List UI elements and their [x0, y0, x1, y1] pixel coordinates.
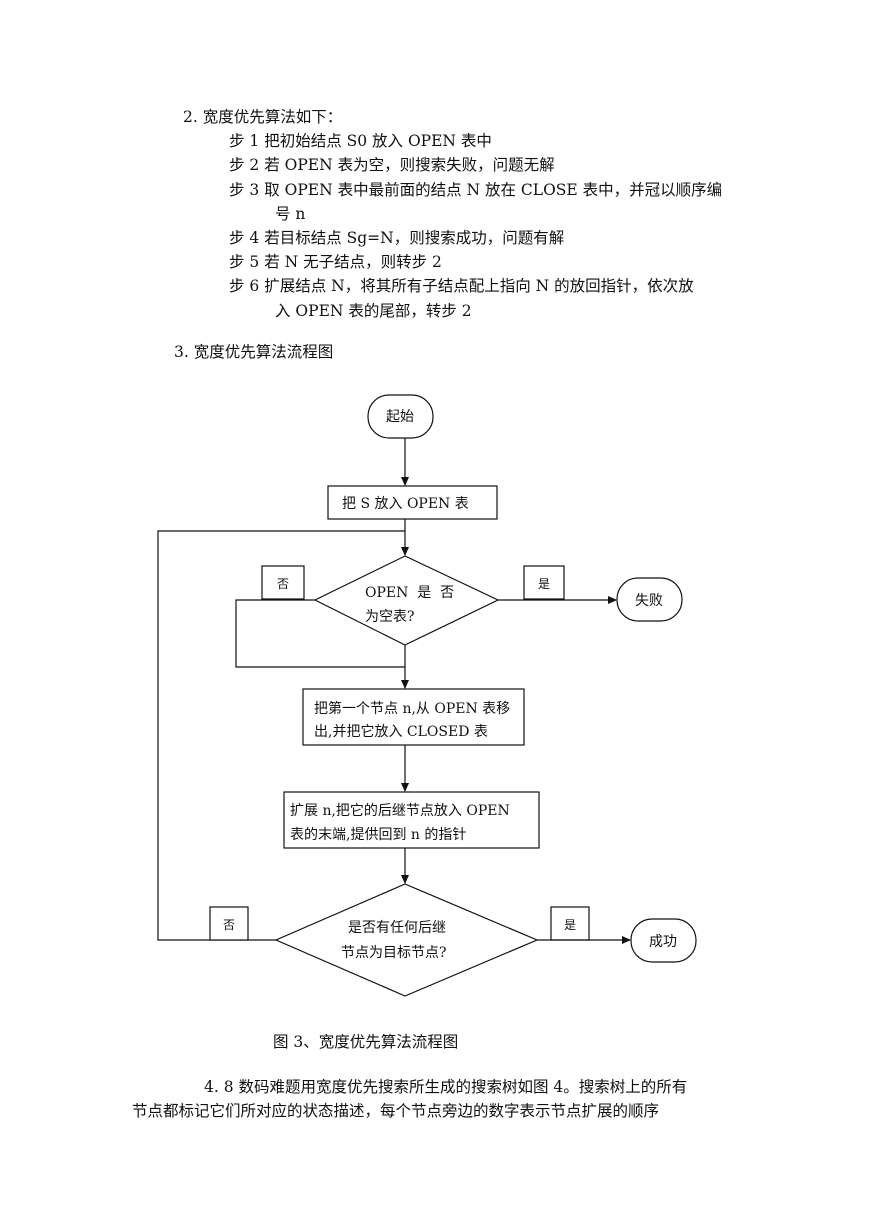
success-terminal [630, 918, 697, 963]
move-node-line1: 把第一个节点 n,从 OPEN 表移 [314, 700, 510, 717]
decision-goal-line1: 是否有任何后继 [348, 920, 446, 936]
section-heading-3: 3. 宽度优先算法流程图 [174, 343, 334, 361]
start-label: 起始 [386, 409, 414, 425]
step-1: 步 1 把初始结点 S0 放入 OPEN 表中 [229, 132, 492, 150]
step-4: 步 4 若目标结点 Sg=N，则搜索成功，问题有解 [229, 229, 565, 247]
move-node-box [302, 688, 525, 746]
no-label-1: 否 [277, 577, 289, 591]
decision-open-empty-line1: OPEN 是 否 [365, 585, 454, 601]
expand-node-line2: 表的末端,提供回到 n 的指针 [290, 827, 466, 843]
put-s-box [327, 485, 498, 520]
no-label-box-1 [261, 565, 305, 600]
fail-label: 失败 [635, 593, 663, 609]
yes-label-box-2 [550, 906, 590, 941]
decision-goal-line2: 节点为目标节点? [341, 945, 447, 961]
move-node-line2: 出,并把它放入 CLOSED 表 [314, 723, 488, 740]
yes-label-2: 是 [564, 918, 576, 932]
decision-goal-node [274, 883, 539, 997]
fail-terminal [616, 577, 683, 622]
section-heading-2: 2. 宽度优先算法如下： [183, 108, 343, 126]
expand-node-box [283, 791, 540, 849]
step-3: 步 3 取 OPEN 表中最前面的结点 N 放在 CLOSE 表中，并冠以顺序编 [229, 181, 723, 199]
no-label-box-2 [209, 906, 249, 941]
flowchart-diagram: 起始 把 S 放入 OPEN 表 OPEN 是 否 为空表? 否 是 失败 把第… [157, 394, 697, 997]
step-6: 步 6 扩展结点 N，将其所有子结点配上指向 N 的放回指针，依次放 [229, 277, 694, 295]
no-label-2: 否 [223, 918, 235, 932]
section4-line1: 4. 8 数码难题用宽度优先搜索所生成的搜索树如图 4。搜索树上的所有 [204, 1078, 688, 1096]
step-2: 步 2 若 OPEN 表为空，则搜索失败，问题无解 [229, 156, 555, 174]
section4-line2: 节点都标记它们所对应的状态描述，每个节点旁边的数字表示节点扩展的顺序 [132, 1102, 660, 1120]
step-5: 步 5 若 N 无子结点，则转步 2 [229, 253, 442, 271]
figure-caption: 图 3、宽度优先算法流程图 [273, 1033, 459, 1051]
yes-label-box-1 [523, 565, 565, 600]
decision-open-empty-line2: 为空表? [365, 609, 415, 625]
expand-node-line1: 扩展 n,把它的后继节点放入 OPEN [290, 802, 510, 819]
yes-label-1: 是 [538, 577, 550, 591]
step-6-continued: 入 OPEN 表的尾部，转步 2 [275, 302, 472, 320]
put-s-label: 把 S 放入 OPEN 表 [342, 496, 469, 512]
start-terminal [367, 394, 434, 439]
step-3-continued: 号 n [275, 205, 306, 223]
success-label: 成功 [649, 934, 677, 950]
